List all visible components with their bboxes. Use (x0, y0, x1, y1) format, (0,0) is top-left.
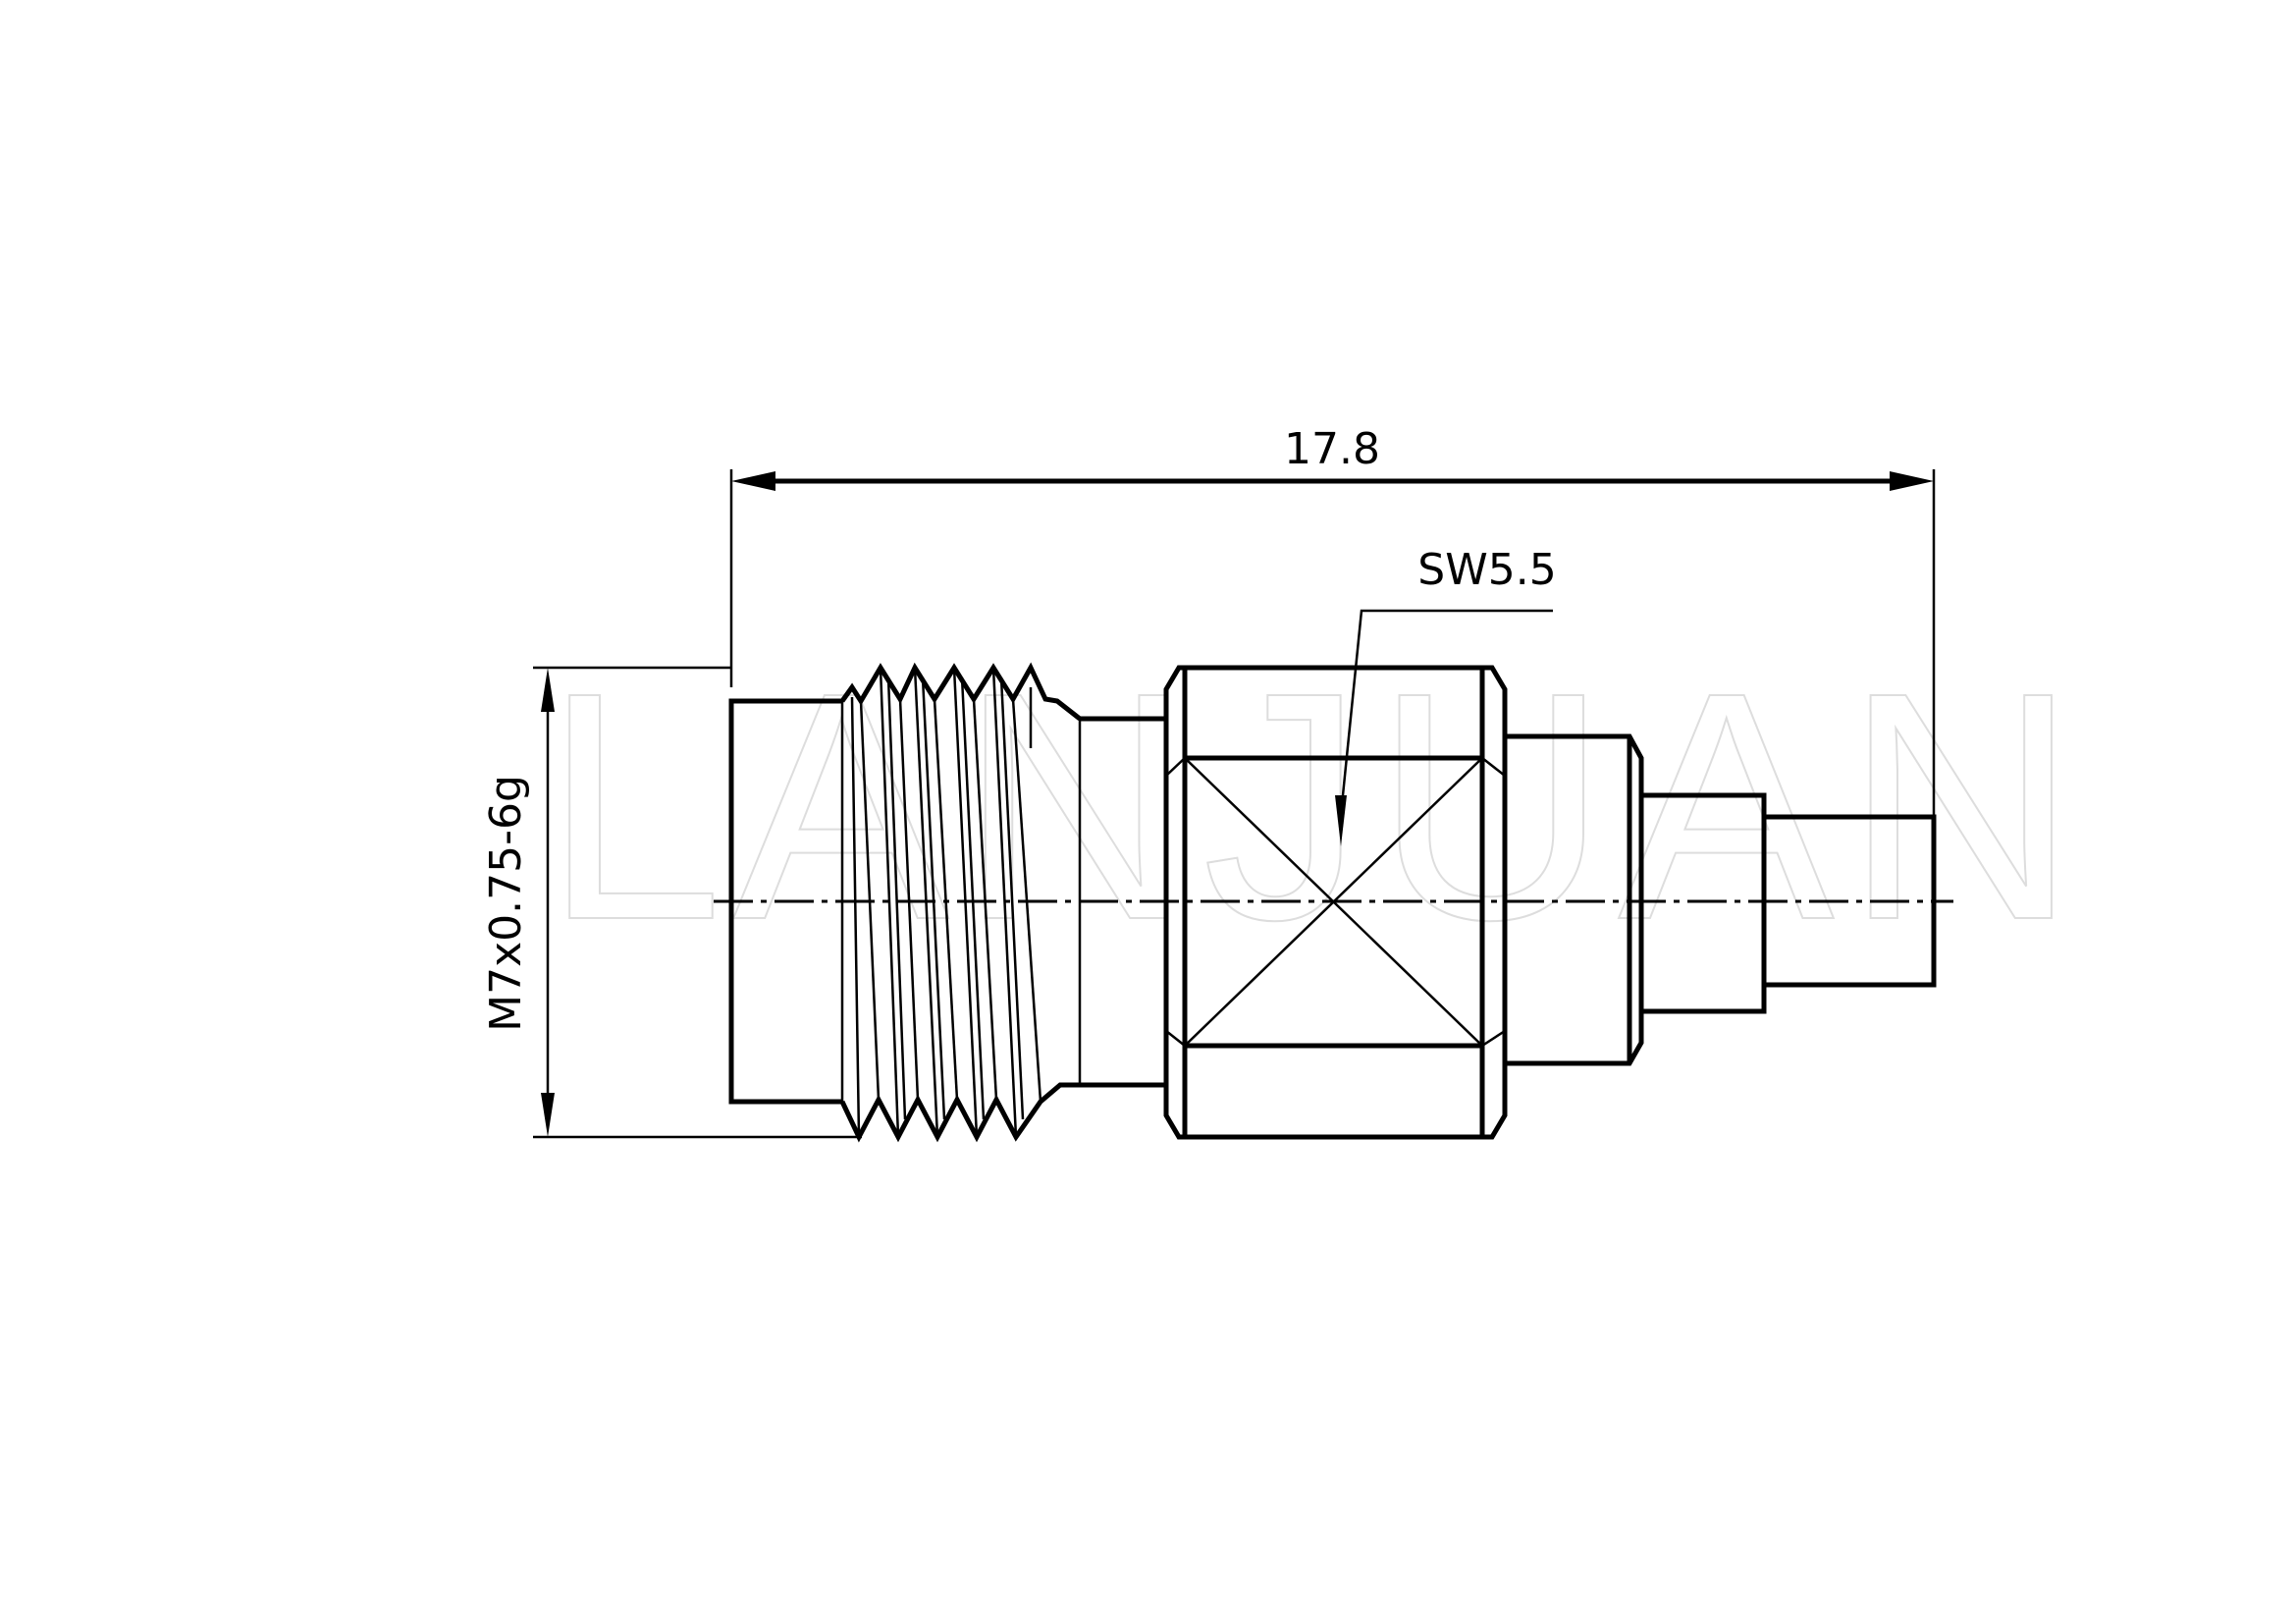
length-label: 17.8 (1284, 424, 1380, 474)
overall-length-dimension: 17.8 (729, 424, 1936, 820)
watermark: LANJUAN (543, 624, 2088, 987)
wrench-size-callout: SW5.5 (1335, 545, 1557, 846)
wrench-size-label: SW5.5 (1417, 545, 1556, 595)
arrow-left-icon (731, 471, 775, 491)
arrow-right-icon (1890, 471, 1934, 491)
body-step-2 (1641, 792, 1767, 1014)
thread-spec-label: M7x0.75-6g (481, 775, 531, 1032)
thread-dimension: M7x0.75-6g (481, 666, 862, 1139)
leader-arrow-icon (1335, 795, 1347, 846)
